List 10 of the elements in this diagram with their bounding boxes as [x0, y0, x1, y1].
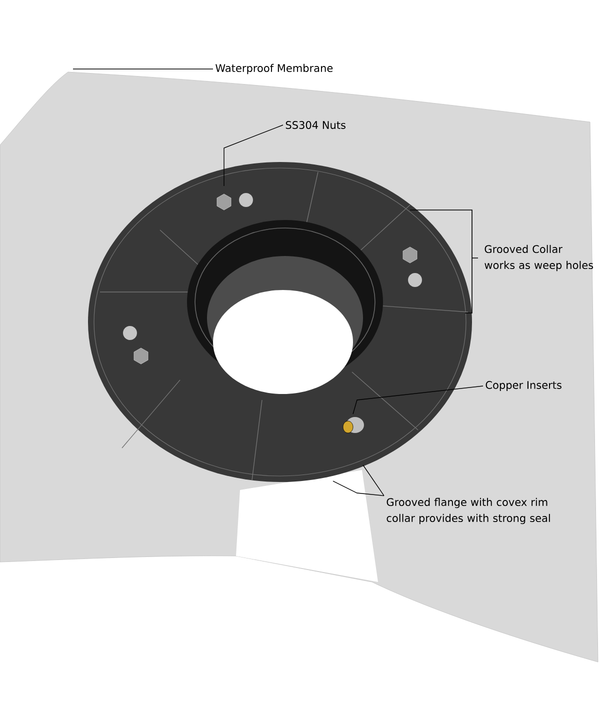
callout-text: Waterproof Membrane [216, 64, 333, 74]
leader-line [72, 68, 214, 70]
callout-text: Copper Inserts [486, 381, 562, 391]
leader-line [332, 480, 384, 496]
callout-text: Grooved Collar works as weep holes [484, 244, 594, 272]
callout-text: Grooved flange with covex rim collar provides with strong seal [386, 498, 550, 524]
leader-line [352, 386, 484, 414]
leader-line [224, 124, 284, 186]
callout-text: SS304 Nuts [286, 121, 346, 129]
leader-line [362, 464, 384, 496]
